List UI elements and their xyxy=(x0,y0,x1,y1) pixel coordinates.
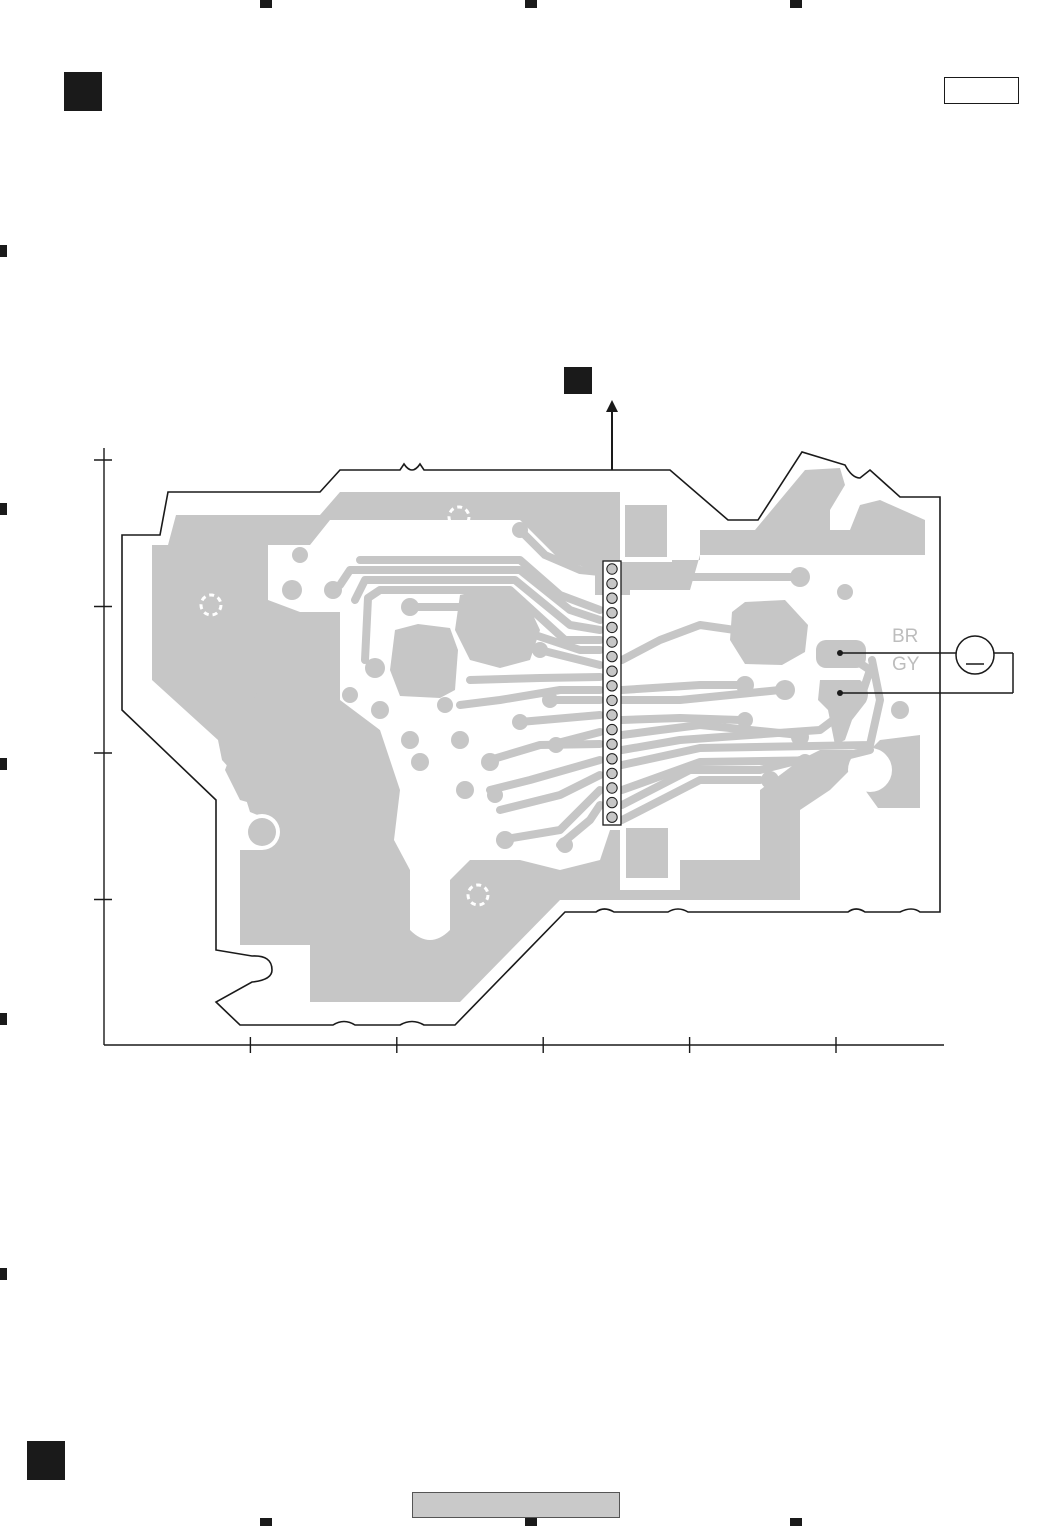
connector-pin xyxy=(607,651,617,661)
connector-pin xyxy=(607,578,617,588)
connector-pin xyxy=(607,593,617,603)
pad-large-1 xyxy=(390,624,458,698)
connector-pin xyxy=(607,797,617,807)
pad-bottom-square xyxy=(626,828,668,878)
connector-pin xyxy=(607,783,617,793)
pad-top-square xyxy=(625,505,667,557)
connector-reference-marker xyxy=(564,367,592,394)
connector-pin xyxy=(607,695,617,705)
wire-label-br: BR xyxy=(892,626,918,647)
connector-pin xyxy=(607,754,617,764)
connector-pin xyxy=(607,812,617,822)
connector-pin xyxy=(607,564,617,574)
connector-pin xyxy=(607,666,617,676)
connector-pin xyxy=(607,622,617,632)
connector-arrow-head xyxy=(606,400,618,412)
wire-label-gy: GY xyxy=(892,654,920,675)
connector-pin xyxy=(607,608,617,618)
connector-pin xyxy=(607,739,617,749)
connector-pin xyxy=(607,637,617,647)
connector-pin xyxy=(607,768,617,778)
connector-pin xyxy=(607,710,617,720)
connector-pin xyxy=(607,681,617,691)
connector-pin xyxy=(607,724,617,734)
